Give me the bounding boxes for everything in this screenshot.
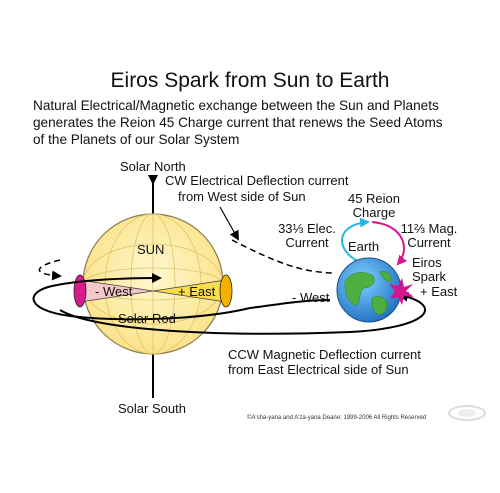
ccw-bottom-loop <box>59 291 426 335</box>
page-title: Eiros Spark from Sun to Earth <box>110 69 390 92</box>
west-label: - West <box>95 284 133 299</box>
cw-dashed-loop <box>38 259 62 281</box>
elec-current-line-1: 33⅓ Elec. <box>278 221 336 236</box>
cw-current-line-1: CW Electrical Deflection current <box>165 173 349 188</box>
eiros-spark-line-2: Spark <box>412 269 446 284</box>
cw-deflection-current <box>231 239 334 274</box>
reion-charge-line-1: 45 Reion <box>347 191 401 206</box>
eiros-spark-burst <box>389 278 414 305</box>
west-pole-ellipse <box>73 274 87 308</box>
cw-current-line-2: from West side of Sun <box>178 189 306 204</box>
east-pole-ellipse <box>219 274 233 308</box>
intro-line-3: of the Planets of our Solar System <box>33 132 240 147</box>
solar-north-label: Solar North <box>120 159 186 174</box>
ccw-current-line-2: from East Electrical side of Sun <box>228 362 409 377</box>
sun-label: SUN <box>137 242 165 257</box>
earth-east-label: + East <box>420 284 458 299</box>
intro-line-2: generates the Reion 45 Charge current th… <box>33 115 443 130</box>
ccw-current-line-1: CCW Magnetic Deflection current <box>228 347 421 362</box>
watermark-logo-icon <box>448 405 486 421</box>
mag-current-line-2: Current <box>407 235 451 250</box>
east-label: + East <box>178 284 216 299</box>
elec-current-line-2: Current <box>285 235 329 250</box>
cw-pointer-line <box>219 206 239 241</box>
intro-line-1: Natural Electrical/Magnetic exchange bet… <box>33 98 439 113</box>
earth-label: Earth <box>348 239 380 254</box>
earth-land <box>344 271 392 315</box>
eiros-spark-line-1: Eiros <box>412 255 442 270</box>
solar-south-label: Solar South <box>118 401 186 416</box>
earth-west-label: - West <box>292 290 330 305</box>
mag-current-line-1: 11⅔ Mag. <box>400 221 458 236</box>
reion-charge-line-2: Charge <box>352 205 396 220</box>
copyright-notice: ©A'sha-yana and A'za-yana Deane; 1999-20… <box>247 415 427 421</box>
ccw-deflection-loop <box>32 273 331 321</box>
solar-rod-label: Solar Rod <box>118 311 176 326</box>
mag-current-arc <box>371 221 407 266</box>
